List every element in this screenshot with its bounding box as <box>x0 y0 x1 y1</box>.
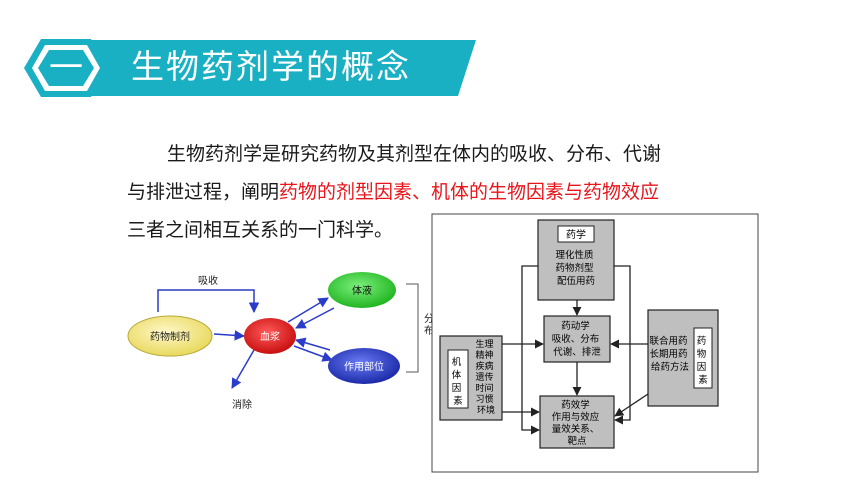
blood-node <box>244 318 296 354</box>
paragraph-highlight: 药物的剂型因素、机体的生物因素与药物效应 <box>279 181 660 203</box>
paragraph-line-2: 与排泄过程，阐明药物的剂型因素、机体的生物因素与药物效应 <box>127 173 727 211</box>
drug-factor-label: 药 物 因 素 <box>697 336 710 386</box>
paragraph-line-3: 三者之间相互关系的一门科学。 <box>127 219 394 241</box>
drug-line-3: 配伍用药 <box>557 276 595 287</box>
badge-number: 一 <box>49 48 83 88</box>
body-line-3: 疾病 <box>476 360 494 372</box>
drug-title: 药学 <box>566 228 586 241</box>
site-node <box>328 348 400 384</box>
body-line-7: 环境 <box>477 404 495 416</box>
combo-line-1: 联合用药 <box>649 335 687 347</box>
paragraph-line-2-prefix: 与排泄过程，阐明 <box>127 181 280 203</box>
blood-label: 血浆 <box>260 330 280 343</box>
definition-paragraph: 生物药剂学是研究药物及其剂型在体内的吸收、分布、代谢 与排泄过程，阐明药物的剂型… <box>127 135 727 249</box>
drug-title-box <box>557 225 595 243</box>
drug-factor-c4: 素 <box>698 374 708 386</box>
body-line-6: 习惯 <box>476 393 494 405</box>
body-factor-c3: 因 <box>452 383 462 394</box>
pk-line-3: 代谢、排泄 <box>553 346 601 358</box>
dosage-to-blood-arrow <box>213 330 246 341</box>
pk-line-2: 吸收、分布 <box>552 333 600 345</box>
drug-to-pd-side-arrow <box>614 265 631 425</box>
distribute-char-1: 分 <box>424 313 434 325</box>
fluid-to-blood-arrow <box>295 307 335 329</box>
combo-line-3: 给药方法 <box>651 361 689 373</box>
absorb-line <box>157 289 260 314</box>
pk-line-1: 药动学 <box>561 320 590 332</box>
body-line-5: 时间 <box>476 382 494 394</box>
factors-diagram: 药学 理化性质 药物剂型 配伍用药 药动学 吸收、分布 代谢、排泄 药效学 作用… <box>431 213 759 473</box>
drug-to-pd-left-arrow <box>521 265 540 435</box>
drug-factor-c1: 药 <box>697 336 707 347</box>
body-lines: 生理 精神 疾病 遗传 时间 习惯 环境 <box>476 338 497 416</box>
pd-line-3: 量效关系、 <box>552 423 600 435</box>
drug-line-1: 理化性质 <box>555 249 594 261</box>
drug-factor-c3: 因 <box>697 362 707 373</box>
body-factor-inner <box>447 349 469 409</box>
body-factor-c2: 体 <box>452 369 462 381</box>
distribute-label: 分 布 <box>424 313 437 337</box>
body-factor-label: 机 体 因 素 <box>452 356 465 407</box>
blood-to-site-arrow <box>293 345 333 362</box>
body-line-1: 生理 <box>476 338 494 350</box>
combo-line-2: 长期用药 <box>649 348 687 360</box>
pd-line-4: 靶点 <box>567 435 587 447</box>
drug-factor-inner <box>693 327 713 389</box>
body-factor-c4: 素 <box>453 395 463 407</box>
body-line-4: 遗传 <box>476 371 494 383</box>
drug-lines: 理化性质 药物剂型 配伍用药 <box>555 249 596 287</box>
title-banner <box>24 39 476 97</box>
banner-bar <box>55 40 476 96</box>
combo-lines: 联合用药 长期用药 给药方法 <box>649 335 690 373</box>
drugfactor-to-pd-arrow <box>614 393 649 417</box>
blood-to-eliminate-arrow <box>231 349 255 389</box>
pd-line-1: 药效学 <box>561 399 590 411</box>
body-factor-c1: 机 <box>452 356 462 368</box>
eliminate-label: 消除 <box>232 398 252 411</box>
pd-box <box>539 395 615 449</box>
distribute-bracket <box>406 283 419 373</box>
dosage-node <box>127 315 213 357</box>
pd-line-2: 作用与效应 <box>552 411 600 423</box>
pk-lines: 药动学 吸收、分布 代谢、排泄 <box>552 320 603 358</box>
distribute-char-2: 布 <box>424 325 434 337</box>
absorption-diagram: 吸收 分 布 药物制剂 血浆 体液 作用部位 消除 <box>127 272 437 411</box>
fluid-node <box>328 272 396 308</box>
drug-factor-c2: 物 <box>697 348 707 360</box>
fluid-label: 体液 <box>352 284 372 297</box>
dosage-label: 药物制剂 <box>150 330 190 343</box>
body-line-2: 精神 <box>476 349 494 361</box>
drug-line-2: 药物剂型 <box>555 262 594 274</box>
page-title: 生物药剂学的概念 <box>131 47 411 86</box>
site-label: 作用部位 <box>344 360 384 373</box>
paragraph-line-1: 生物药剂学是研究药物及其剂型在体内的吸收、分布、代谢 <box>167 143 662 165</box>
pd-lines: 药效学 作用与效应 量效关系、 靶点 <box>552 399 603 447</box>
hexagon-badge-core <box>38 50 94 86</box>
site-to-blood-arrow <box>294 337 331 351</box>
absorb-label: 吸收 <box>198 274 218 287</box>
blood-to-fluid-arrow <box>287 297 329 323</box>
